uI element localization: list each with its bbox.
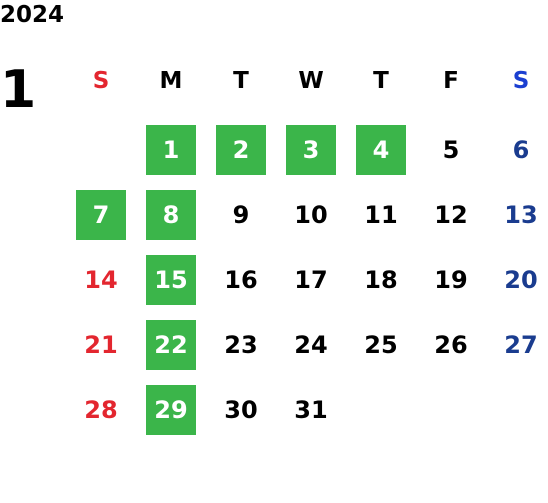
day-cell-5[interactable]: 5 [442,136,460,164]
weekday-header-0: S [92,68,110,94]
day-cell-31[interactable]: 31 [294,396,328,424]
day-cell-9[interactable]: 9 [232,201,250,229]
day-cell-26[interactable]: 26 [434,331,468,359]
day-cell-16[interactable]: 16 [224,266,258,294]
day-cell-17[interactable]: 17 [294,266,328,294]
month-label: 1 [0,60,37,120]
day-cell-7[interactable]: 7 [76,190,126,240]
day-cell-2[interactable]: 2 [216,125,266,175]
day-cell-18[interactable]: 18 [364,266,398,294]
day-cell-30[interactable]: 30 [224,396,258,424]
day-cell-29[interactable]: 29 [146,385,196,435]
day-cell-11[interactable]: 11 [364,201,398,229]
day-cell-8[interactable]: 8 [146,190,196,240]
day-cell-1[interactable]: 1 [146,125,196,175]
day-cell-23[interactable]: 23 [224,331,258,359]
day-cell-15[interactable]: 15 [146,255,196,305]
day-cell-21[interactable]: 21 [84,331,118,359]
day-cell-4[interactable]: 4 [356,125,406,175]
weekday-header-6: S [512,68,530,94]
day-cell-28[interactable]: 28 [84,396,118,424]
day-cell-20[interactable]: 20 [504,266,538,294]
day-cell-24[interactable]: 24 [294,331,328,359]
weekday-header-4: T [373,68,389,94]
day-cell-13[interactable]: 13 [504,201,538,229]
weekday-header-5: F [443,68,459,94]
weekday-header-3: W [298,68,324,94]
day-cell-12[interactable]: 12 [434,201,468,229]
day-cell-6[interactable]: 6 [512,136,530,164]
weekday-header-2: T [233,68,249,94]
year-label: 2024 [0,2,65,28]
day-cell-25[interactable]: 25 [364,331,398,359]
weekday-header-1: M [159,68,183,94]
day-cell-19[interactable]: 19 [434,266,468,294]
day-cell-3[interactable]: 3 [286,125,336,175]
day-cell-14[interactable]: 14 [84,266,118,294]
day-cell-27[interactable]: 27 [504,331,538,359]
day-cell-10[interactable]: 10 [294,201,328,229]
day-cell-22[interactable]: 22 [146,320,196,370]
